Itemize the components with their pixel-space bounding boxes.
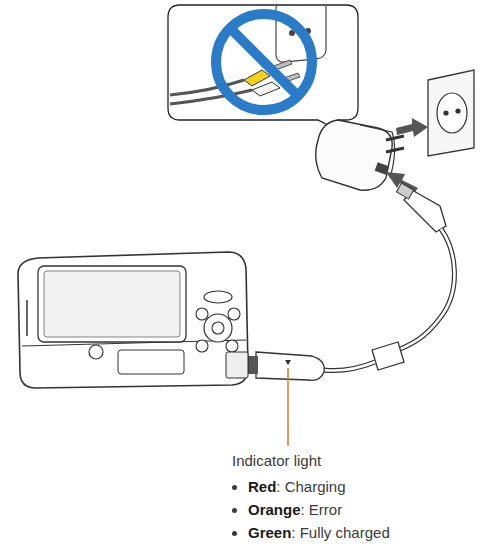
zoom-button	[204, 291, 232, 303]
status-item: Green: Fully charged	[248, 521, 390, 544]
color-word: Orange	[248, 501, 301, 518]
lcd-screen	[38, 266, 186, 342]
ok-button	[212, 322, 224, 334]
status-text: : Error	[301, 501, 343, 518]
usb-tip	[396, 183, 413, 199]
strap-slot	[26, 300, 28, 336]
cable-highlight	[398, 229, 454, 350]
status-list: Red: ChargingOrange: ErrorGreen: Fully c…	[232, 475, 390, 544]
prohibition-slash	[231, 29, 297, 95]
button	[196, 308, 208, 320]
adapter-pin	[386, 136, 404, 140]
socket-hole	[443, 110, 448, 115]
color-word: Red	[248, 478, 276, 495]
socket-hole	[455, 108, 460, 113]
ac-adapter	[316, 120, 404, 190]
insert-arrow	[396, 118, 428, 137]
indicator-legend: Indicator lightRed: ChargingOrange: Erro…	[232, 452, 390, 544]
cable-highlight	[324, 362, 375, 371]
prohibition-circle	[216, 14, 312, 110]
outlet-plate	[428, 70, 474, 156]
port-door	[226, 352, 248, 378]
camera-plug	[256, 352, 324, 380]
tripod-mount	[89, 345, 103, 359]
status-text: : Charging	[276, 478, 345, 495]
status-item: Orange: Error	[248, 498, 390, 521]
leader-line	[287, 368, 289, 446]
cable	[324, 362, 375, 371]
callout-bubble	[168, 5, 358, 138]
adapter-pin	[386, 148, 404, 152]
yellow-rca-plug	[244, 70, 270, 86]
usb-cable	[246, 183, 454, 380]
navigation-pad	[204, 314, 232, 342]
white-rca-plug	[252, 82, 280, 96]
button	[196, 340, 208, 352]
wall-outlet	[428, 70, 474, 156]
button	[226, 340, 238, 352]
status-text: : Fully charged	[291, 524, 389, 541]
socket-recess	[437, 93, 467, 133]
warning-callout	[168, 0, 358, 138]
lcd-glass	[44, 271, 180, 337]
ferrite-core	[372, 342, 404, 370]
button	[228, 308, 240, 320]
indicator-light	[285, 360, 291, 365]
callout-label: Indicator light	[232, 452, 390, 469]
camera	[18, 252, 248, 388]
cable	[398, 229, 454, 350]
camera-body	[18, 252, 248, 388]
adapter-body	[316, 120, 392, 190]
status-item: Red: Charging	[248, 475, 390, 498]
color-word: Green	[248, 524, 291, 541]
battery-door	[118, 350, 184, 374]
